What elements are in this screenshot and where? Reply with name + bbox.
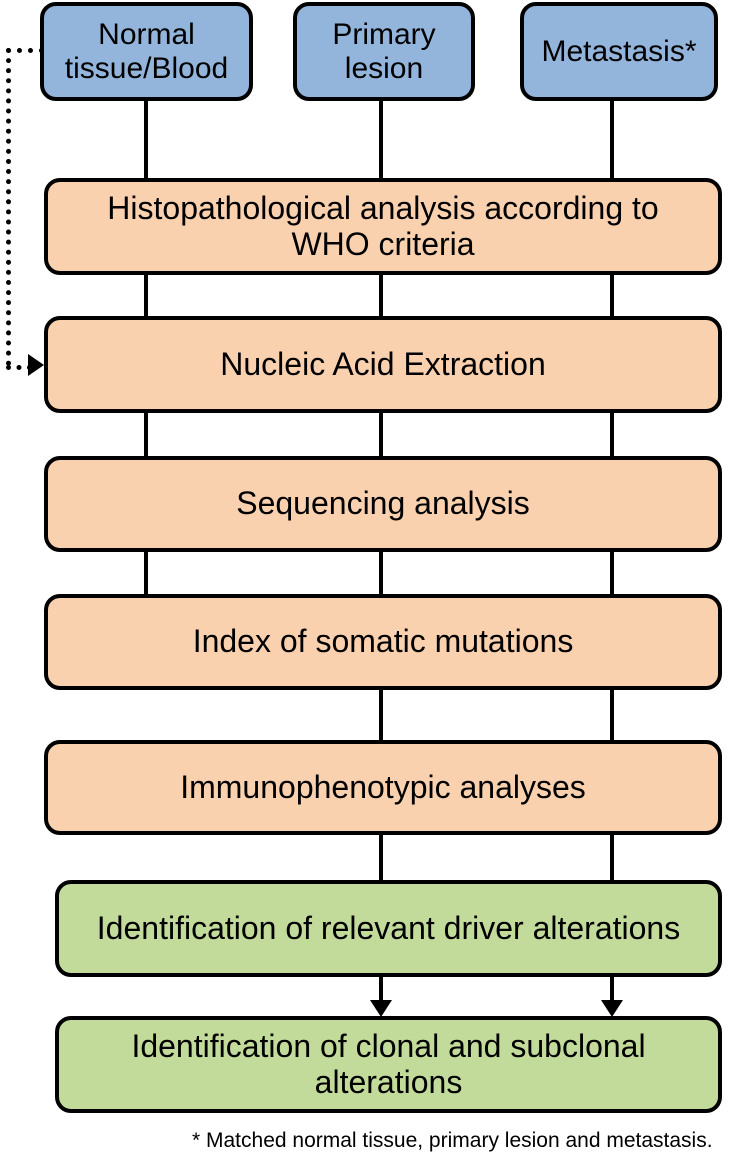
connector-col1-sequencing-to-index bbox=[144, 548, 148, 598]
connector-col3-sources-to-histopathology bbox=[610, 99, 614, 181]
node-index-somatic-mutations[interactable]: Index of somatic mutations bbox=[44, 594, 722, 690]
connector-col1-histopathology-to-extraction bbox=[144, 271, 148, 319]
node-sequencing-analysis-label: Sequencing analysis bbox=[236, 485, 530, 522]
node-normal-tissue-blood[interactable]: Normal tissue/Blood bbox=[40, 2, 253, 101]
connector-col2-sequencing-to-index bbox=[379, 548, 383, 598]
connector-col2-extraction-to-sequencing bbox=[379, 408, 383, 459]
footnote-text: * Matched normal tissue, primary lesion … bbox=[192, 1129, 713, 1152]
dotted-path-bottom-segment bbox=[6, 365, 32, 370]
connector-col3-histopathology-to-extraction bbox=[610, 271, 614, 319]
connector-col2-driver-to-clonal bbox=[379, 973, 383, 1003]
connector-col2-sources-to-histopathology bbox=[379, 99, 383, 181]
connector-col1-sources-to-histopathology bbox=[144, 99, 148, 181]
node-index-somatic-mutations-label: Index of somatic mutations bbox=[192, 623, 574, 660]
connector-col1-extraction-to-sequencing bbox=[144, 408, 148, 459]
dotted-path-vertical-segment bbox=[6, 48, 11, 366]
node-primary-lesion-label: Primary lesion bbox=[332, 17, 436, 85]
arrow-col2-to-clonal-icon bbox=[370, 1000, 392, 1017]
node-nucleic-acid-extraction[interactable]: Nucleic Acid Extraction bbox=[44, 316, 722, 413]
node-immunophenotypic-analyses-label: Immunophenotypic analyses bbox=[180, 768, 586, 805]
node-normal-tissue-blood-label: Normal tissue/Blood bbox=[64, 17, 229, 85]
node-primary-lesion[interactable]: Primary lesion bbox=[293, 2, 475, 101]
connector-col2-immunophenotypic-to-driver bbox=[379, 831, 383, 884]
arrow-col3-to-clonal-icon bbox=[601, 1000, 623, 1017]
dotted-path-arrow-icon bbox=[28, 354, 44, 376]
node-clonal-subclonal-alterations[interactable]: Identification of clonal and subclonal a… bbox=[55, 1016, 722, 1113]
node-sequencing-analysis[interactable]: Sequencing analysis bbox=[44, 456, 722, 552]
connector-col2-histopathology-to-extraction bbox=[379, 271, 383, 319]
node-metastasis[interactable]: Metastasis* bbox=[520, 2, 718, 101]
connector-col3-index-to-immunophenotypic bbox=[610, 686, 614, 744]
connector-col2-index-to-immunophenotypic bbox=[379, 686, 383, 744]
dotted-path-top-segment bbox=[6, 48, 44, 53]
connector-col3-sequencing-to-index bbox=[610, 548, 614, 598]
node-immunophenotypic-analyses[interactable]: Immunophenotypic analyses bbox=[44, 740, 722, 835]
connector-col3-immunophenotypic-to-driver bbox=[610, 831, 614, 884]
node-clonal-subclonal-alterations-label: Identification of clonal and subclonal a… bbox=[131, 1027, 646, 1100]
node-driver-alterations[interactable]: Identification of relevant driver altera… bbox=[55, 880, 722, 977]
node-nucleic-acid-extraction-label: Nucleic Acid Extraction bbox=[220, 345, 546, 382]
connector-col3-extraction-to-sequencing bbox=[610, 408, 614, 459]
node-metastasis-label: Metastasis* bbox=[541, 34, 697, 68]
connector-col3-driver-to-clonal bbox=[610, 973, 614, 1003]
node-driver-alterations-label: Identification of relevant driver altera… bbox=[96, 909, 681, 946]
node-histopathological-analysis[interactable]: Histopathological analysis according to … bbox=[44, 178, 722, 275]
node-histopathological-analysis-label: Histopathological analysis according to … bbox=[107, 189, 659, 262]
